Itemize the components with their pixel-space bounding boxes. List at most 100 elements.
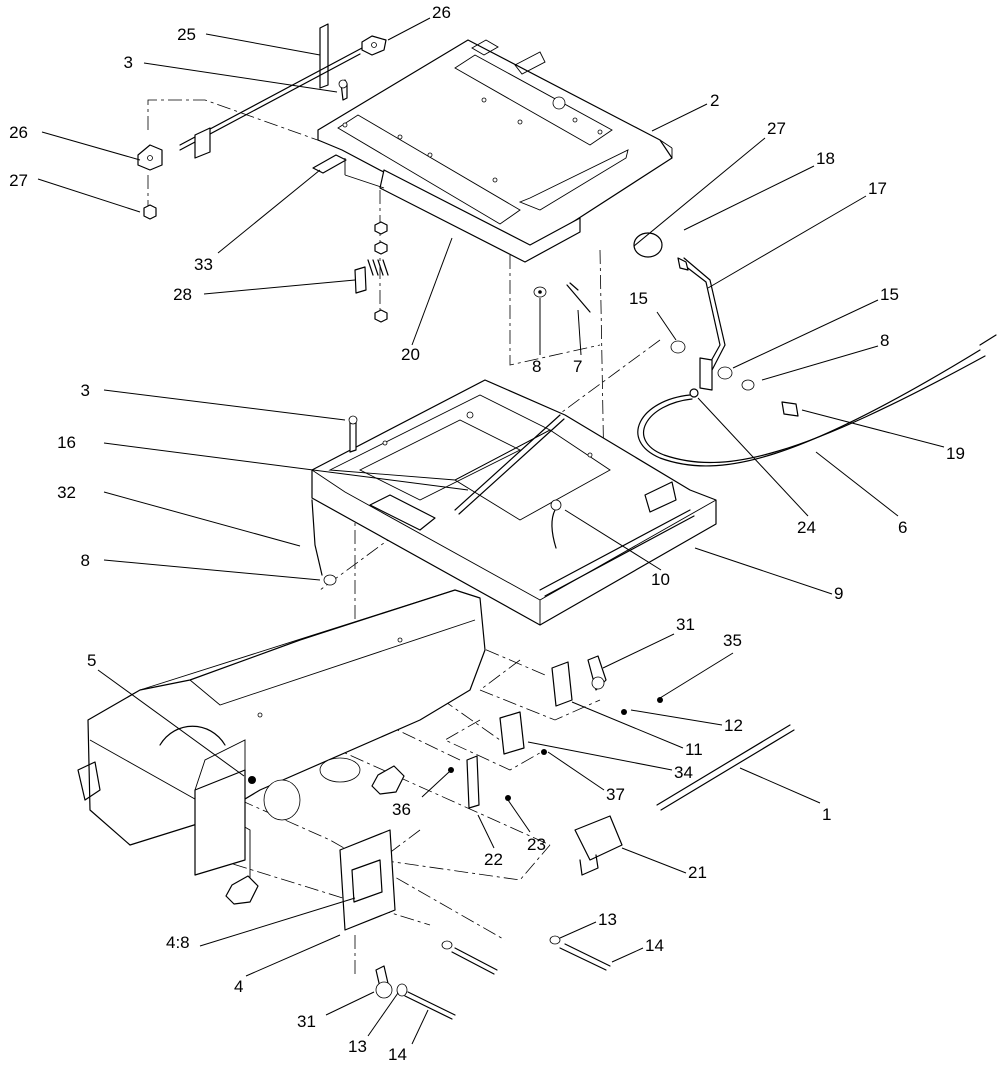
- leader-line-c15b: [732, 299, 879, 369]
- leader-line-c16: [103, 442, 469, 491]
- callout-label-c24: 24: [797, 518, 816, 537]
- callout-label-c35: 35: [723, 631, 742, 650]
- leader-line-c22: [477, 814, 495, 849]
- seat-mount-plate: [317, 39, 673, 263]
- leader-line-c5: [97, 669, 245, 777]
- leader-line-c31b: [325, 991, 375, 1016]
- leader-line-c23: [507, 799, 531, 833]
- leader-line-c21: [621, 847, 687, 874]
- callout-label-c32: 32: [57, 483, 76, 502]
- callout-label-c34: 34: [674, 763, 693, 782]
- leader-line-c32: [103, 491, 301, 547]
- leader-line-c48: [199, 897, 356, 947]
- leader-line-c6: [815, 451, 899, 517]
- electrical-components: [339, 655, 663, 1020]
- seat-rod: [656, 724, 795, 811]
- callout-leaders: [37, 17, 945, 1045]
- callout-label-c14b: 14: [388, 1045, 407, 1064]
- leader-line-c3b: [103, 389, 346, 421]
- callout-label-c48: 4:8: [166, 933, 190, 952]
- leader-line-c15a: [656, 311, 677, 341]
- upper-fasteners: [533, 282, 591, 313]
- callout-label-c21: 21: [688, 863, 707, 882]
- switch-bracket-assembly: [137, 23, 387, 220]
- callout-label-c7: 7: [573, 357, 582, 376]
- callout-label-c4: 4: [234, 977, 243, 996]
- callout-label-c11: 11: [685, 740, 703, 759]
- callout-label-c17: 17: [868, 179, 887, 198]
- leader-line-c8b: [761, 345, 879, 381]
- leader-line-c24: [697, 397, 809, 517]
- leader-line-c35: [659, 652, 734, 699]
- callout-label-c25: 25: [177, 25, 196, 44]
- leader-line-c9: [694, 547, 833, 595]
- callout-label-c23: 23: [527, 835, 546, 854]
- leader-line-c27b: [633, 137, 766, 247]
- leader-line-c4: [245, 934, 341, 977]
- callout-label-c31a: 31: [676, 615, 695, 634]
- callout-label-c26a: 26: [432, 3, 451, 22]
- callout-label-c2: 2: [710, 91, 719, 110]
- callout-label-c14a: 14: [645, 936, 664, 955]
- callout-label-c1: 1: [822, 805, 831, 824]
- leader-line-c33: [217, 169, 321, 254]
- callout-label-c3b: 3: [81, 381, 90, 400]
- callout-label-c6: 6: [898, 518, 907, 537]
- leader-line-c27a: [37, 178, 141, 213]
- callout-label-c18: 18: [816, 149, 835, 168]
- callout-label-c8b: 8: [880, 331, 889, 350]
- leader-line-c8c: [103, 559, 321, 581]
- callout-label-c37: 37: [606, 785, 625, 804]
- leader-line-c12: [630, 709, 723, 726]
- callout-label-c33: 33: [194, 255, 213, 274]
- leader-line-c1: [739, 767, 821, 804]
- callout-label-c8a: 8: [532, 357, 541, 376]
- tractor-frame: [77, 589, 486, 905]
- callout-label-c13a: 13: [598, 910, 617, 929]
- spring-hardware: [354, 221, 389, 323]
- callout-label-c27a: 27: [9, 171, 28, 190]
- callout-label-c5: 5: [87, 651, 96, 670]
- callout-label-c36: 36: [392, 800, 411, 819]
- callout-label-c19: 19: [946, 444, 965, 463]
- leader-line-c25: [205, 33, 321, 56]
- control-cable: [637, 334, 997, 467]
- callout-label-c3a: 3: [124, 53, 133, 72]
- callout-label-c15a: 15: [629, 289, 648, 308]
- leader-line-c17: [707, 195, 867, 289]
- callout-label-c31b: 31: [297, 1012, 316, 1031]
- leader-line-c14b: [411, 1009, 429, 1045]
- callout-label-c15b: 15: [880, 285, 899, 304]
- leader-line-c19: [801, 409, 945, 448]
- leader-line-c28: [203, 279, 356, 295]
- leader-line-c26b: [41, 131, 141, 161]
- callout-label-c22: 22: [484, 850, 503, 869]
- leader-line-c3a: [143, 62, 338, 93]
- leader-line-c2: [651, 103, 708, 132]
- callout-label-c12: 12: [724, 716, 743, 735]
- leader-line-c18: [683, 165, 815, 231]
- callout-label-c26b: 26: [9, 123, 28, 142]
- leader-line-c13a: [559, 921, 597, 939]
- seat-pan: [311, 379, 717, 626]
- callout-label-c28: 28: [173, 285, 192, 304]
- leader-line-c10: [564, 509, 662, 571]
- leader-line-c13b: [367, 992, 399, 1037]
- callout-label-c8c: 8: [81, 551, 90, 570]
- leader-line-c34: [527, 741, 673, 771]
- leader-line-c37: [547, 751, 605, 791]
- callout-label-c27b: 27: [767, 119, 786, 138]
- leader-line-c26a: [387, 17, 431, 41]
- leader-line-c14a: [611, 947, 644, 963]
- shift-lever: [633, 232, 799, 417]
- callout-label-c9: 9: [834, 584, 843, 603]
- callout-label-c16: 16: [57, 433, 76, 452]
- callout-label-c20: 20: [401, 345, 420, 364]
- leader-line-c31a: [602, 633, 675, 669]
- callout-label-c13b: 13: [348, 1037, 367, 1056]
- leader-line-c11: [571, 701, 684, 749]
- callout-label-c10: 10: [651, 570, 670, 589]
